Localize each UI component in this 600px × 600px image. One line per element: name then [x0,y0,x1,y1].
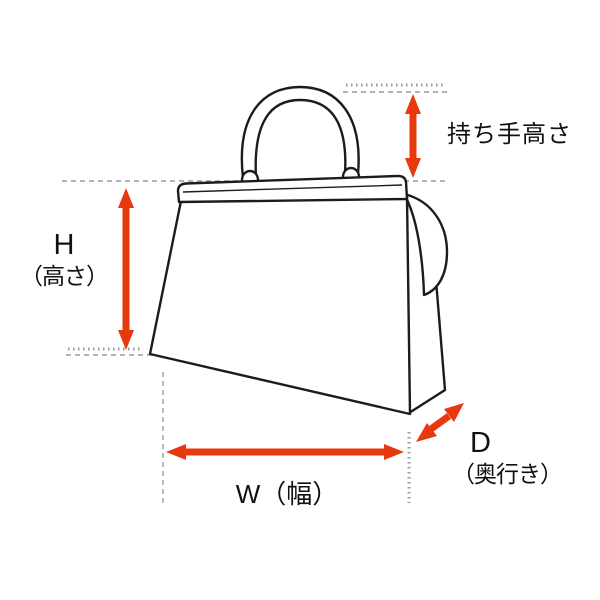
height-label-sub: （高さ） [20,262,109,289]
bag-top-frame-inner-line [182,184,403,193]
depth-label-letter: D [470,427,491,459]
measurement-arrows [118,94,464,460]
width-arrow [166,444,404,460]
height-arrow [118,188,134,350]
height-label: H （高さ） [14,228,114,290]
handle-height-arrow [405,94,421,178]
bag-illustration [148,85,449,416]
depth-arrow [416,403,464,442]
depth-label-sub: （奥行き） [452,460,563,487]
handle-height-label: 持ち手高さ [447,121,572,148]
bag-front-panel [148,195,412,416]
depth-label: D （奥行き） [452,426,598,488]
bag-side-flap [402,192,449,297]
width-label: W（幅） [235,479,339,509]
height-label-letter: H [53,229,75,261]
bag-handle [240,85,360,180]
